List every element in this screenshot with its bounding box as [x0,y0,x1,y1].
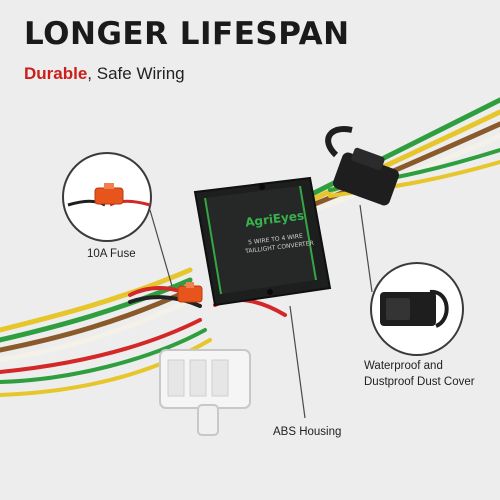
cover-callout [359,204,464,356]
page-subtitle: Durable, Safe Wiring [24,64,185,84]
housing-caption: ABS Housing [273,426,342,438]
subtitle-accent: Durable [24,64,88,83]
subtitle-rest: , Safe Wiring [87,64,185,83]
white-connector [159,349,251,436]
inline-fuse [177,282,203,303]
fuse-callout [62,152,173,287]
flat-connector-with-cover [325,126,399,206]
fuse-caption: 10A Fuse [87,248,136,260]
housing-pointer-line [289,305,306,419]
converter-module [193,176,332,307]
right-wire-bundle [297,97,500,218]
cover-caption: Waterproof and Dustproof Dust Cover [364,358,475,390]
cover-caption-line1: Waterproof and [364,360,443,372]
cover-caption-line2: Dustproof Dust Cover [364,376,475,388]
page-title: LONGER LIFESPAN [24,16,350,52]
